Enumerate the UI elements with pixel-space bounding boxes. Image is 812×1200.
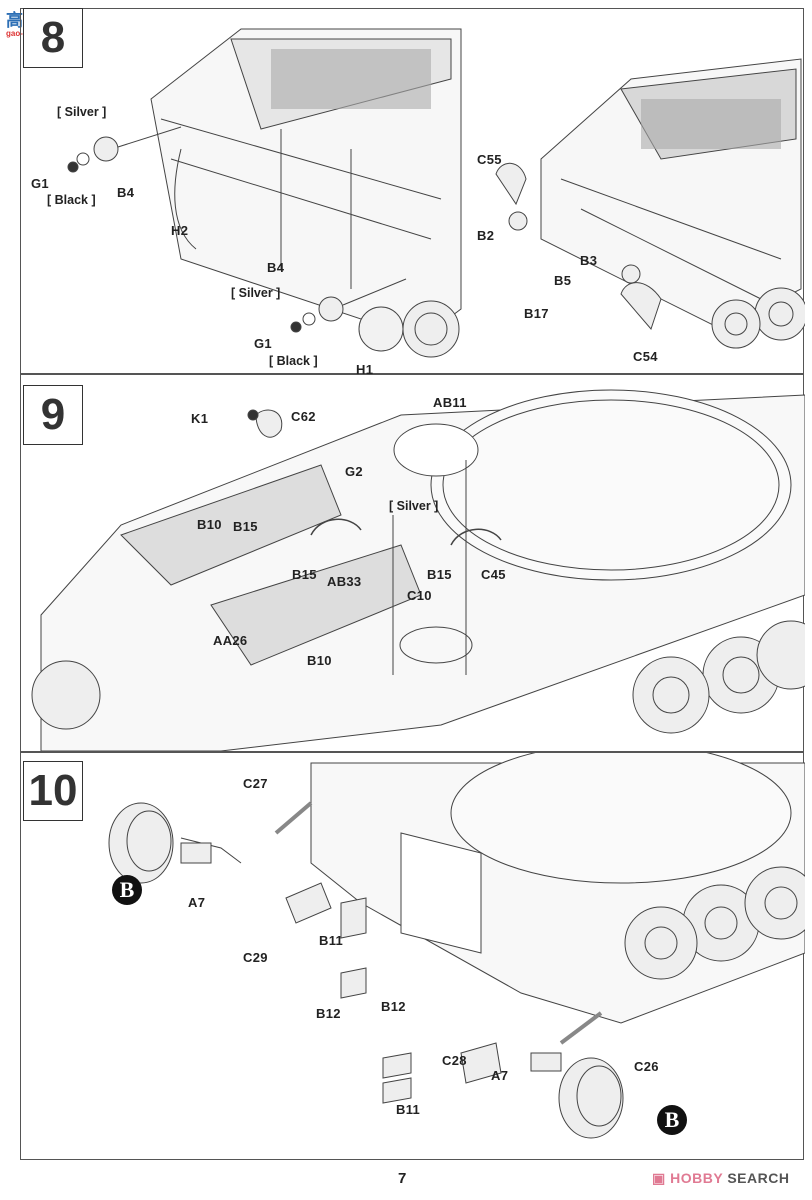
step-number-9: 9 <box>23 385 83 445</box>
part-label-C28: C28 <box>442 1053 467 1068</box>
part-label-AA26: AA26 <box>213 633 248 648</box>
paint-callout-silver: [ Silver ] <box>389 499 439 513</box>
part-label-B12: B12 <box>381 999 406 1014</box>
hobby-search-icon: ▣ <box>652 1170 671 1186</box>
paint-callout-black: [ Black ] <box>47 193 96 207</box>
part-label-G1: G1 <box>31 176 49 191</box>
part-label-C54: C54 <box>633 349 658 364</box>
part-label-K1: K1 <box>191 411 209 426</box>
part-label-C26: C26 <box>634 1059 659 1074</box>
logo-text-suffix: SEARCH <box>727 1170 790 1186</box>
part-label-C55: C55 <box>477 152 502 167</box>
part-label-G2: G2 <box>345 464 363 479</box>
part-label-B3: B3 <box>580 253 598 268</box>
step-9-panel: 9 K1 C62 AB11 G2 B10 B15 [ Silver ] B15 … <box>20 374 805 752</box>
part-label-C10: C10 <box>407 588 432 603</box>
part-label-B10: B10 <box>197 517 222 532</box>
part-label-B4: B4 <box>267 260 285 275</box>
step-9-illustration <box>31 389 805 751</box>
part-label-A7: A7 <box>188 895 206 910</box>
part-label-C27: C27 <box>243 776 268 791</box>
step-10-panel: 10 C27 B A7 C29 B11 B12 B12 B11 C28 A7 C… <box>20 752 805 1160</box>
part-label-C62: C62 <box>291 409 316 424</box>
paint-callout-silver: [ Silver ] <box>231 286 281 300</box>
part-label-B2: B2 <box>477 228 495 243</box>
step-number-10: 10 <box>23 761 83 821</box>
callout-badge-B: B <box>657 1105 687 1135</box>
page-number: 7 <box>398 1170 407 1187</box>
part-label-B11: B11 <box>396 1102 421 1117</box>
paint-callout-silver: [ Silver ] <box>57 105 107 119</box>
logo-text-prefix: HO <box>670 1170 693 1186</box>
part-label-H2: H2 <box>171 223 189 238</box>
step-10-illustration <box>108 753 805 1139</box>
part-label-C45: C45 <box>481 567 506 582</box>
part-label-B15: B15 <box>233 519 258 534</box>
part-label-B15: B15 <box>292 567 317 582</box>
step-8-illustration <box>67 28 805 358</box>
step-number-8: 8 <box>23 8 83 68</box>
part-label-C29: C29 <box>243 950 268 965</box>
part-label-B15: B15 <box>427 567 452 582</box>
part-label-A7: A7 <box>491 1068 509 1083</box>
part-label-B11: B11 <box>319 933 344 948</box>
part-label-B10: B10 <box>307 653 332 668</box>
callout-badge-B: B <box>112 875 142 905</box>
part-label-B5: B5 <box>554 273 572 288</box>
part-label-G1: G1 <box>254 336 272 351</box>
paint-callout-black: [ Black ] <box>269 354 318 368</box>
part-label-AB33: AB33 <box>327 574 362 589</box>
part-label-H1: H1 <box>356 362 374 377</box>
logo-text-mid: BBY <box>692 1170 723 1186</box>
part-label-B17: B17 <box>524 306 549 321</box>
hobby-search-logo: ▣ HOBBY SEARCH <box>652 1170 789 1187</box>
part-label-AB11: AB11 <box>433 395 467 410</box>
step-8-panel: 8 [ Silver ] G1 [ Black ] B4 H2 B4 [ Sil… <box>20 8 805 377</box>
part-label-B4: B4 <box>117 185 135 200</box>
part-label-B12: B12 <box>316 1006 341 1021</box>
